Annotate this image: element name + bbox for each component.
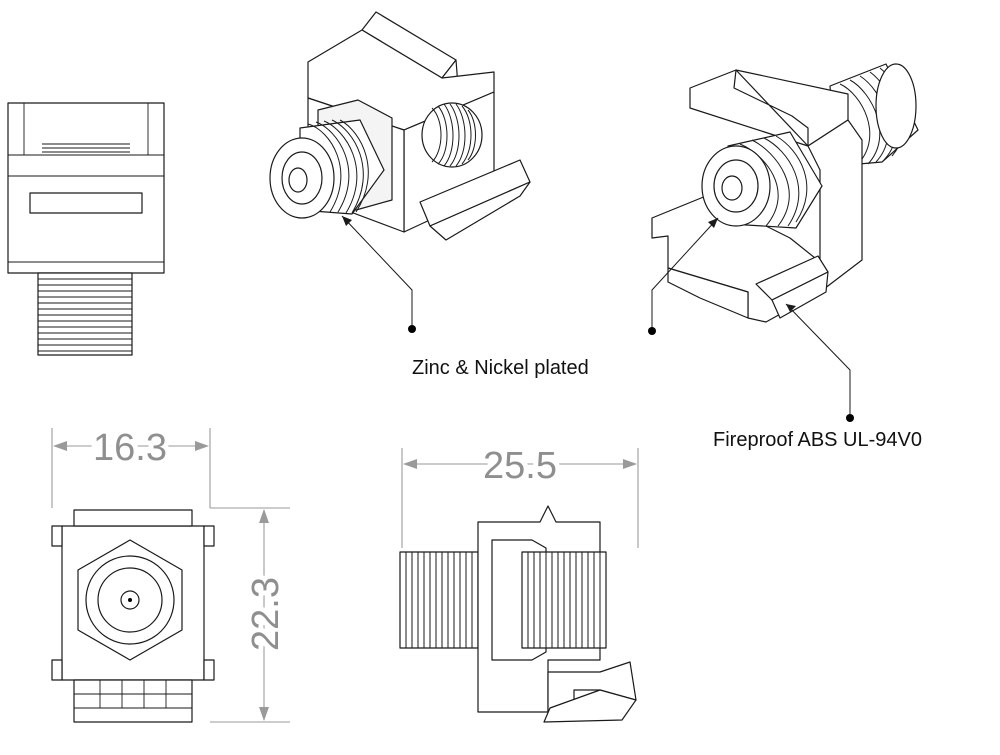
side-bottom-thread bbox=[38, 278, 132, 352]
length-dimension bbox=[401, 448, 639, 548]
isometric-view-rear bbox=[651, 63, 919, 323]
side-profile-view bbox=[399, 505, 637, 723]
profile-left-thread bbox=[405, 552, 473, 648]
housing-callout-leader bbox=[785, 303, 854, 422]
front-view bbox=[51, 509, 215, 723]
side-top-thread bbox=[42, 143, 130, 153]
iso1-rear-thread bbox=[421, 102, 483, 168]
height-dimension-value: 22.3 bbox=[245, 577, 287, 651]
profile-right-thread bbox=[527, 552, 601, 648]
height-dimension bbox=[210, 507, 290, 723]
plating-callout-label: Zinc & Nickel plated bbox=[412, 357, 589, 379]
housing-callout-label: Fireproof ABS UL-94V0 bbox=[713, 429, 922, 451]
isometric-view-front bbox=[269, 11, 531, 241]
width-dimension-value: 16.3 bbox=[93, 427, 167, 469]
side-elevation-view bbox=[7, 102, 165, 356]
plating-callout-leaders bbox=[341, 215, 719, 335]
width-dimension bbox=[51, 428, 211, 508]
length-dimension-value: 25.5 bbox=[483, 445, 557, 487]
front-view-fins bbox=[74, 680, 192, 709]
